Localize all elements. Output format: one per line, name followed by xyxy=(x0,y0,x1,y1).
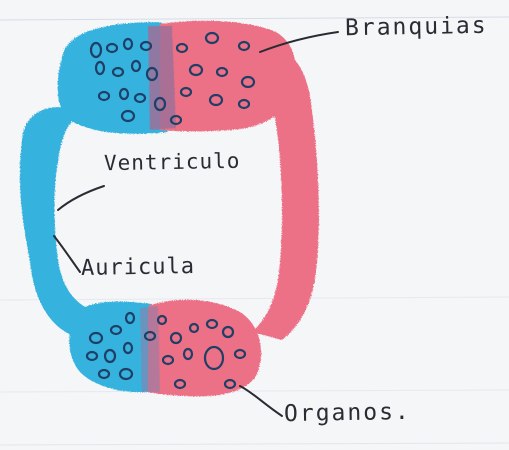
label-auricula: Auricula xyxy=(81,254,195,281)
label-ventriculo: Ventriculo xyxy=(104,149,241,175)
pointer-ventriculo xyxy=(58,186,104,210)
label-organos: Organos. xyxy=(284,399,411,427)
label-branquias: Branquias xyxy=(345,13,488,41)
